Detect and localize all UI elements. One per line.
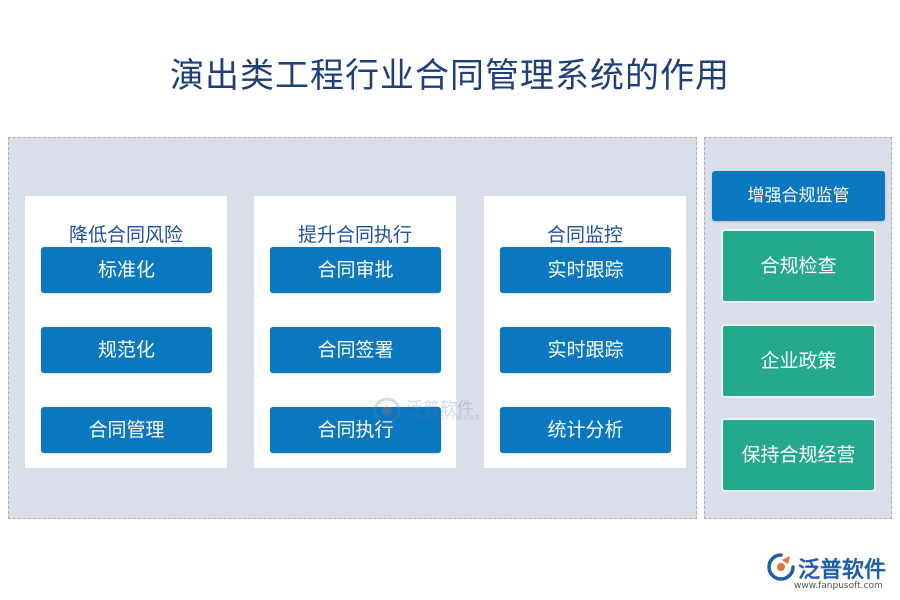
item-box: 标准化 [41, 247, 212, 293]
compliance-item: 企业政策 [721, 324, 876, 398]
brand-logo: 泛普软件 www.fanpusoft.com [766, 550, 892, 594]
item-box: 实时跟踪 [500, 327, 671, 373]
item-box: 合同管理 [41, 407, 212, 453]
brand-name: 泛普软件 [798, 558, 887, 583]
column-card-reduce-risk: 降低合同风险 标准化 规范化 合同管理 [25, 196, 227, 468]
brand-url: www.fanpusoft.com [794, 581, 883, 591]
page-title: 演出类工程行业合同管理系统的作用 [170, 56, 730, 96]
column-card-improve-execution: 提升合同执行 合同审批 合同签署 合同执行 [254, 196, 456, 468]
item-box: 统计分析 [500, 407, 671, 453]
watermark-subtext: FANPUSOFTWARE [406, 414, 481, 422]
column-heading: 合同监控 [546, 224, 623, 246]
column-heading: 降低合同风险 [68, 224, 183, 246]
column-heading: 提升合同执行 [297, 224, 412, 246]
compliance-panel: 增强合规监管 合规检查 企业政策 保持合规经营 [704, 137, 892, 519]
item-box: 实时跟踪 [500, 247, 671, 293]
column-card-monitoring: 合同监控 实时跟踪 实时跟踪 统计分析 [484, 196, 686, 468]
compliance-item: 保持合规经营 [721, 418, 876, 492]
watermark-text: 泛普软件 [406, 399, 474, 419]
compliance-heading: 增强合规监管 [712, 171, 885, 221]
watermark: 泛普软件 FANPUSOFTWARE [372, 394, 492, 428]
compliance-item: 合规检查 [721, 229, 876, 303]
item-box: 规范化 [41, 327, 212, 373]
brand-logo-icon [767, 553, 795, 581]
item-box: 合同审批 [270, 247, 441, 293]
item-box: 合同签署 [270, 327, 441, 373]
functions-panel: 降低合同风险 标准化 规范化 合同管理 提升合同执行 合同审批 合同签署 合同执… [8, 137, 697, 519]
watermark-logo-icon [373, 397, 401, 425]
item-box: 合同执行 [270, 407, 441, 453]
